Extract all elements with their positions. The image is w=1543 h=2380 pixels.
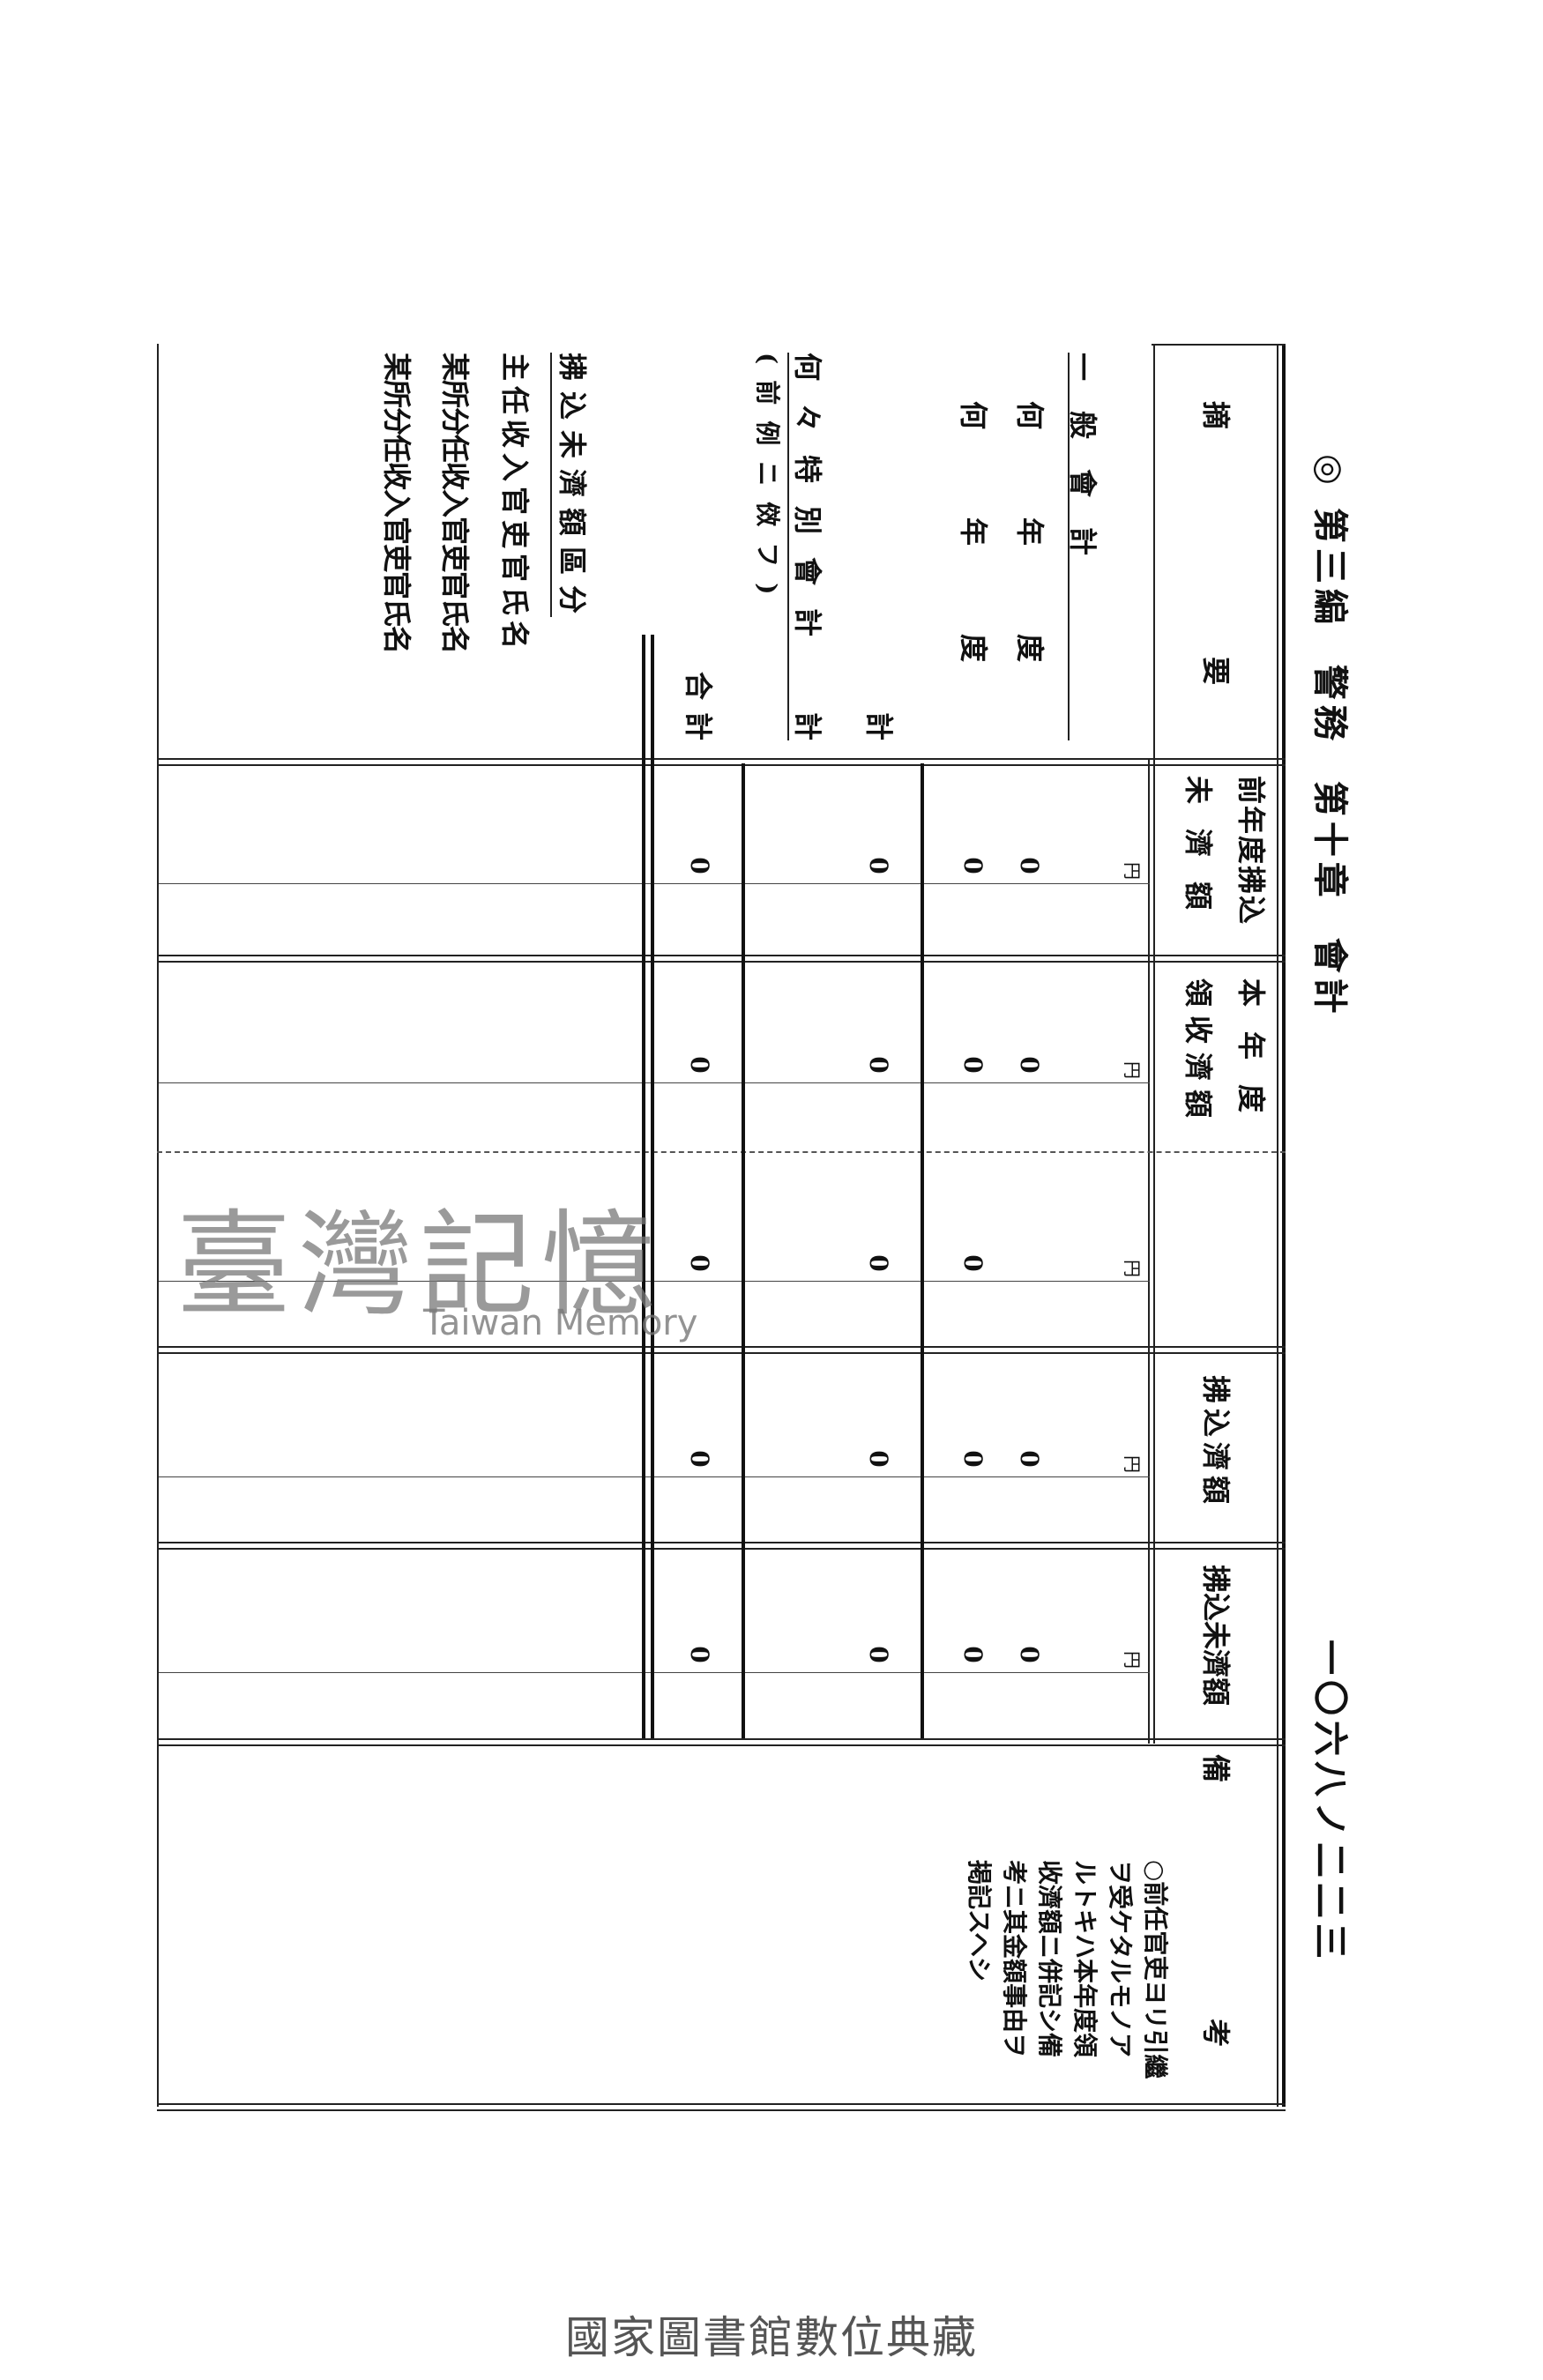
amount-rule	[159, 1672, 1150, 1673]
table-left-border	[1152, 344, 1286, 346]
cell-value: 0	[685, 857, 714, 874]
cell-value: 0	[958, 1056, 988, 1074]
page-number: 一〇六八ノ二二三	[1309, 1640, 1351, 1964]
breakdown-item: 某所分任收入官吏官氏名	[380, 353, 414, 654]
col-header-received-line2: 領收濟額	[1181, 978, 1215, 1127]
col-header-unpaid: 拂込未濟額	[1199, 1565, 1233, 1707]
watermark-logo: 臺灣記憶	[176, 1198, 664, 1332]
unit-yen: 円	[1122, 1260, 1143, 1277]
cell-value: 0	[864, 1450, 893, 1468]
column-divider	[157, 1346, 1286, 1354]
cell-value: 0	[958, 1254, 988, 1272]
table-right-border	[157, 2103, 1286, 2111]
cell-value: 0	[685, 1254, 714, 1272]
col-header-remarks-2: 考	[1199, 2019, 1233, 2048]
breakdown-item: 主任收入官吏官氏名	[498, 353, 532, 655]
column-divider	[157, 1542, 1286, 1550]
row-label-subtotal: 計	[862, 712, 896, 741]
unit-yen: 円	[1122, 1651, 1143, 1669]
cell-value: 0	[864, 857, 893, 874]
cell-value: 0	[1015, 1450, 1044, 1468]
watermark-logo-latin: Taiwan Memory	[423, 1303, 698, 1343]
running-header: ◎ 第三編 警務 第十章 會計	[1309, 454, 1351, 1019]
cell-value: 0	[958, 1450, 988, 1468]
column-divider	[157, 1151, 1286, 1153]
col-header-remarks-1: 備	[1199, 1754, 1233, 1783]
row-underline	[787, 353, 789, 740]
breakdown-item: 某所分任收入官吏官氏名	[438, 353, 472, 654]
table-top-border	[1282, 344, 1286, 2107]
table-bottom-border	[157, 344, 159, 2107]
unit-yen: 円	[1122, 862, 1143, 880]
breakdown-underline	[550, 353, 552, 617]
amount-rule	[159, 1082, 1150, 1083]
col-header-summary-2: 要	[1199, 657, 1233, 686]
cell-value: 0	[864, 1056, 893, 1074]
header-row-divider-inner	[1148, 758, 1150, 1744]
col-header-summary-1: 摘	[1199, 401, 1233, 430]
row-label-year: 何年度	[1013, 401, 1047, 751]
amount-rule	[159, 883, 1150, 884]
row-label-special-total: 計	[791, 712, 824, 741]
row-label-special-account: 何々特別會計	[791, 353, 824, 660]
cell-value: 0	[958, 1646, 988, 1663]
cell-value: 0	[1015, 857, 1044, 874]
subtotal-rule	[742, 763, 745, 1738]
header-topic: 會計	[1309, 937, 1351, 1019]
footer-archive-label: 國家圖書館數位典藏	[565, 2312, 978, 2363]
cell-value: 0	[685, 1646, 714, 1663]
header-section: 警務	[1309, 664, 1351, 746]
unit-yen: 円	[1122, 1061, 1143, 1079]
column-divider	[157, 1738, 1286, 1746]
remarks-note: ○前任官吏ヨリ引繼ヲ受ケタルモノアルトキハ本年度領收濟額ニ併記シ備考ニ其金額事由…	[965, 1860, 1170, 2079]
cell-value: 0	[1015, 1646, 1044, 1663]
row-note-follow-example: (前例ニ傚フ)	[753, 353, 782, 611]
col-header-received-line1: 本年度	[1234, 978, 1268, 1138]
unit-yen: 円	[1122, 1455, 1143, 1473]
cell-value: 0	[864, 1254, 893, 1272]
col-header-prev-unpaid-line2: 未濟額	[1181, 776, 1215, 935]
header-part: 第三編	[1309, 507, 1351, 629]
row-label-grand-total: 合計	[682, 672, 715, 754]
cell-value: 0	[864, 1646, 893, 1663]
table-top-border-inner	[1277, 344, 1278, 2107]
col-header-paid-in: 拂込濟額	[1199, 1375, 1233, 1510]
column-divider	[157, 758, 1286, 766]
cell-value: 0	[958, 857, 988, 874]
breakdown-title: 拂込未濟額區分	[555, 353, 589, 625]
double-circle-mark: ◎	[1309, 454, 1351, 490]
subtotal-rule	[921, 763, 924, 1738]
amount-rule	[159, 1476, 1150, 1477]
col-header-prev-unpaid-line1: 前年度拂込	[1234, 776, 1268, 926]
column-divider	[157, 955, 1286, 963]
row-label-general-account: 一般會計	[1066, 353, 1099, 586]
row-label-year: 何年度	[957, 401, 990, 751]
cell-value: 0	[685, 1450, 714, 1468]
header-chapter: 第十章	[1309, 780, 1351, 903]
cell-value: 0	[1015, 1056, 1044, 1074]
cell-value: 0	[685, 1056, 714, 1074]
header-row-divider	[1153, 344, 1155, 1744]
